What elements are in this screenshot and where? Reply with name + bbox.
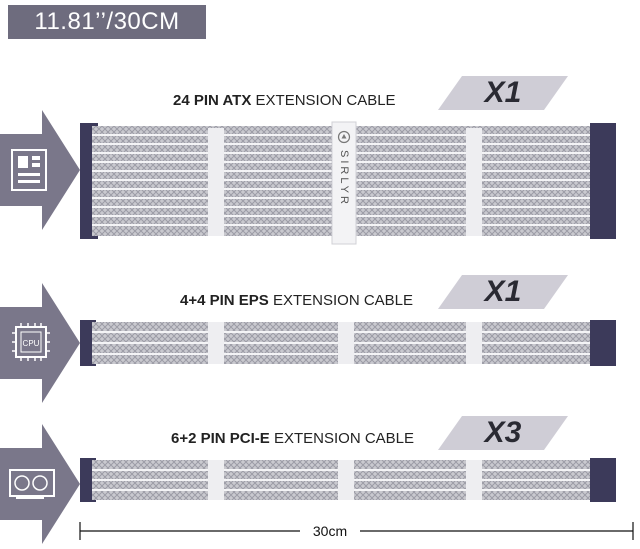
pcie-comb	[466, 460, 482, 500]
eps-comb	[466, 322, 482, 364]
brand-name: SIRLYR	[338, 150, 350, 207]
cpu-icon-label: CPU	[23, 339, 40, 348]
qty-label: X1	[484, 76, 522, 109]
section-title-eps: 4+4 PIN EPS EXTENSION CABLE	[180, 292, 413, 309]
arrow-cpu: CPU	[0, 283, 80, 403]
qty-badge-atx: X1	[438, 76, 568, 110]
eps-cable	[80, 320, 616, 366]
section-title-rest: EXTENSION CABLE	[268, 292, 414, 309]
pcie-comb	[338, 460, 354, 500]
motherboard-icon	[11, 149, 47, 191]
section-title-rest: EXTENSION CABLE	[251, 92, 396, 109]
dimension-label: 30cm	[300, 523, 360, 539]
atx-connector-right	[590, 123, 616, 239]
pcie-cable	[80, 458, 616, 502]
atx-cable	[80, 121, 616, 245]
gpu-icon	[9, 469, 55, 499]
pcie-comb	[208, 460, 224, 500]
section-title-pcie: 6+2 PIN PCI-E EXTENSION CABLE	[171, 430, 414, 447]
qty-label: X3	[484, 416, 522, 449]
atx-comb	[208, 128, 224, 236]
cpu-icon: CPU	[12, 323, 50, 361]
eps-comb	[338, 322, 354, 364]
section-title-bold: 6+2 PIN PCI-E	[171, 430, 270, 447]
eps-comb	[208, 322, 224, 364]
qty-badge-eps: X1	[438, 275, 568, 309]
atx-comb	[466, 128, 482, 236]
pcie-connector-right	[590, 458, 616, 502]
brand-comb-label: SIRLYR	[334, 126, 354, 240]
section-title-bold: 4+4 PIN EPS	[180, 292, 269, 309]
qty-label: X1	[484, 275, 522, 308]
section-title-atx: 24 PIN ATX EXTENSION CABLE	[173, 92, 396, 109]
qty-badge-pcie: X3	[438, 416, 568, 450]
arrow-motherboard	[0, 110, 80, 230]
eps-connector-right	[590, 320, 616, 366]
section-title-rest: EXTENSION CABLE	[269, 430, 415, 447]
brand-logo-icon	[337, 130, 351, 144]
arrow-gpu	[0, 424, 80, 544]
length-badge: 11.81’’/30CM	[8, 5, 206, 39]
section-title-bold: 24 PIN ATX	[173, 92, 252, 109]
